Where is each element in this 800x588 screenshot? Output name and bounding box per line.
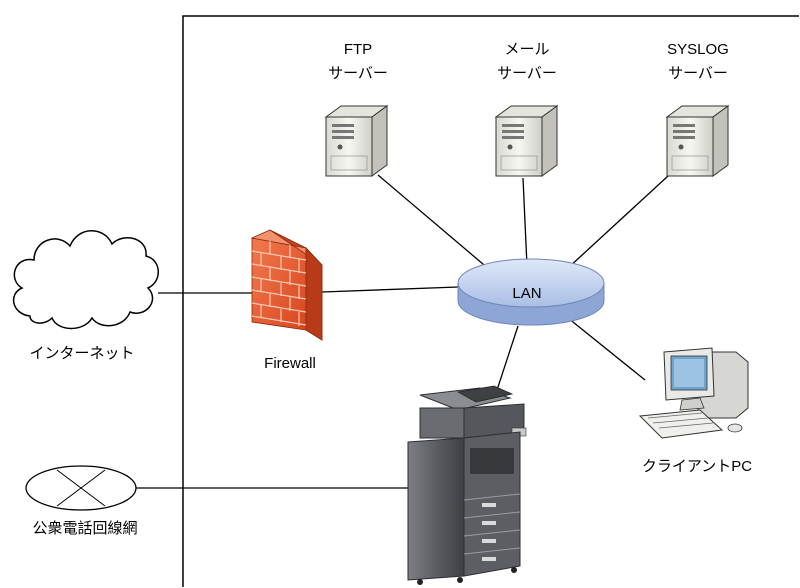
server-tower-icon bbox=[324, 105, 389, 177]
client-pc-label: クライアントPC bbox=[642, 458, 752, 475]
syslog-server-label-1: SYSLOG bbox=[667, 41, 729, 58]
server-tower-icon bbox=[494, 105, 559, 177]
syslog-server-label-2: サーバー bbox=[668, 65, 728, 82]
internet: インターネット bbox=[12, 230, 159, 362]
mail-server: メール サーバー bbox=[494, 41, 559, 177]
link-lan-syslog bbox=[567, 175, 669, 269]
link-lan-mfp bbox=[496, 325, 519, 391]
lan-label: LAN bbox=[512, 285, 541, 302]
link-lan-ftp bbox=[377, 174, 491, 271]
mail-server-label-2: サーバー bbox=[497, 65, 557, 82]
multifunction-printer-icon bbox=[407, 385, 527, 585]
firewall: Firewall bbox=[250, 229, 323, 372]
brick-firewall-icon bbox=[250, 229, 323, 341]
cloud-icon bbox=[12, 230, 159, 330]
link-firewall-lan bbox=[321, 286, 459, 293]
pstn-label: 公衆電話回線網 bbox=[32, 520, 137, 537]
firewall-label: Firewall bbox=[264, 355, 316, 372]
pstn: 公衆電話回線網 bbox=[25, 465, 138, 537]
connections bbox=[136, 174, 669, 489]
server-tower-icon bbox=[665, 105, 730, 177]
network-boundary bbox=[182, 15, 799, 587]
mfp bbox=[407, 385, 527, 585]
client-pc: クライアントPC bbox=[638, 347, 752, 475]
ftp-server-label-1: FTP bbox=[344, 41, 372, 58]
lan-hub: LAN bbox=[457, 258, 605, 326]
desktop-pc-icon bbox=[638, 347, 749, 439]
ftp-server-label-2: サーバー bbox=[328, 65, 388, 82]
ftp-server: FTP サーバー bbox=[324, 41, 389, 177]
network-hub-icon bbox=[457, 258, 605, 326]
internet-label: インターネット bbox=[29, 345, 134, 362]
link-lan-mail bbox=[522, 177, 528, 267]
mail-server-label-1: メール bbox=[504, 41, 549, 58]
link-lan-client bbox=[567, 317, 646, 381]
phone-network-icon bbox=[25, 465, 137, 511]
syslog-server: SYSLOG サーバー bbox=[665, 41, 730, 177]
